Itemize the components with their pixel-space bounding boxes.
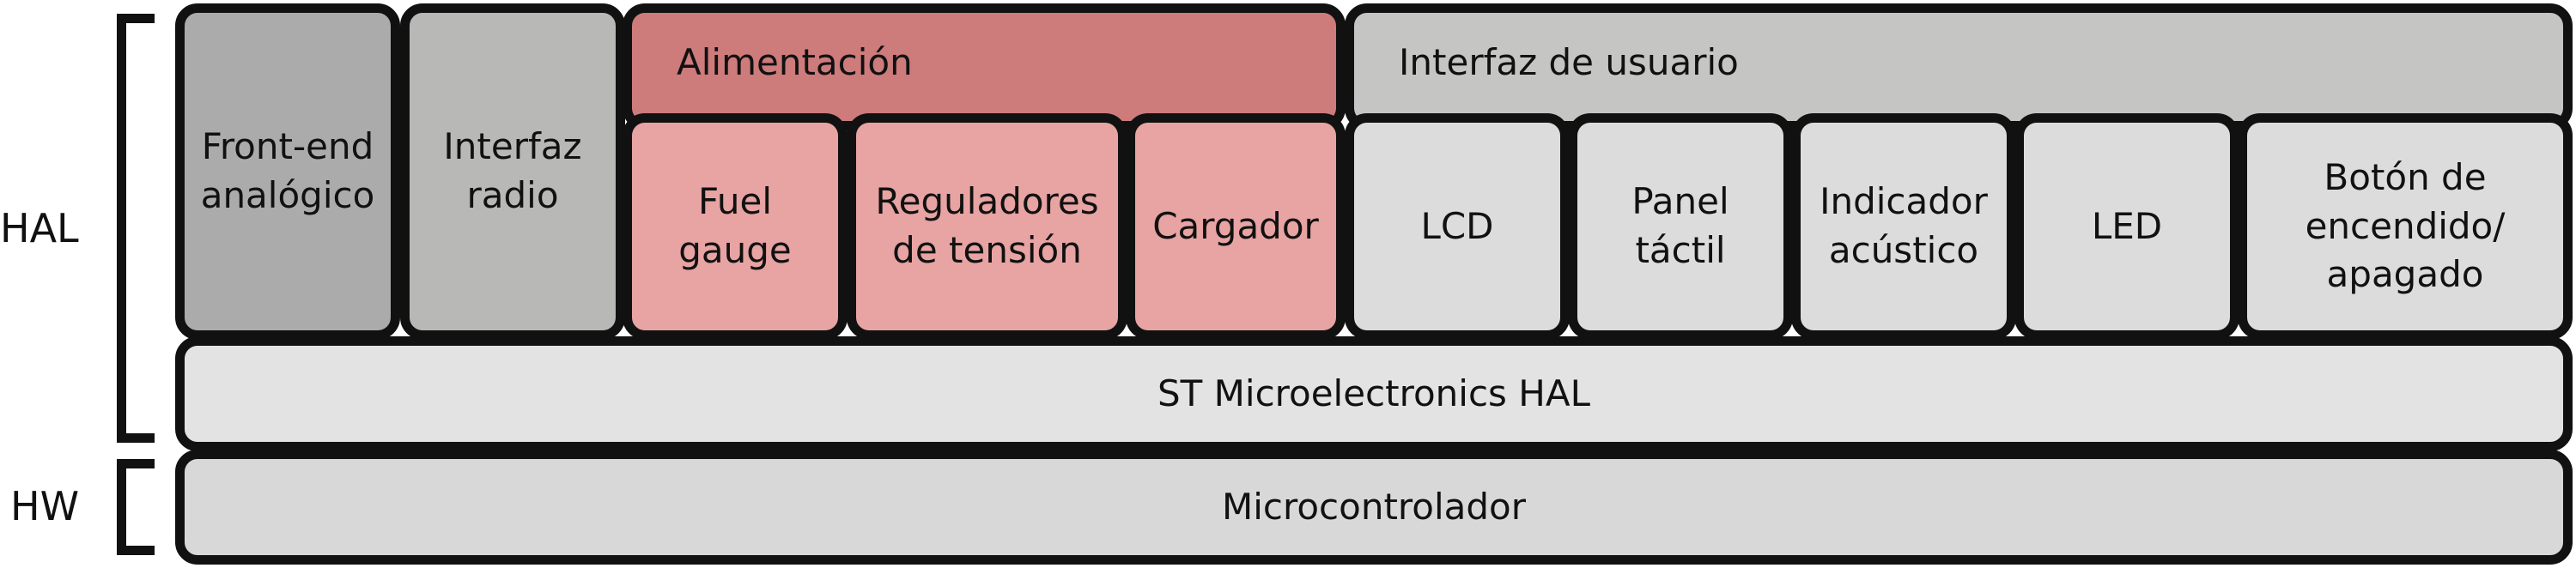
led-block: LED	[2014, 113, 2239, 340]
frontend-block: Front-end analógico	[175, 3, 400, 340]
touch-panel-block: Panel táctil	[1568, 113, 1793, 340]
hal-bracket	[117, 14, 155, 443]
hw-bracket	[117, 459, 155, 555]
lcd-block: LCD	[1345, 113, 1570, 340]
radio-interface-block: Interfaz radio	[400, 3, 625, 340]
st-hal-block: ST Microelectronics HAL	[175, 336, 2573, 451]
charger-block: Cargador	[1126, 113, 1346, 340]
voltage-regulators-block: Reguladores de tensión	[847, 113, 1127, 340]
power-group-header: Alimentación	[623, 3, 1346, 130]
ui-group-header: Interfaz de usuario	[1345, 3, 2573, 130]
fuel-gauge-block: Fuel gauge	[623, 113, 848, 340]
hw-layer-label: HW	[10, 483, 80, 529]
power-button-block: Botón de encendido/ apagado	[2238, 113, 2573, 340]
hal-layer-label: HAL	[0, 205, 79, 251]
acoustic-indicator-block: Indicador acústico	[1791, 113, 2016, 340]
microcontroller-block: Microcontrolador	[175, 450, 2573, 565]
